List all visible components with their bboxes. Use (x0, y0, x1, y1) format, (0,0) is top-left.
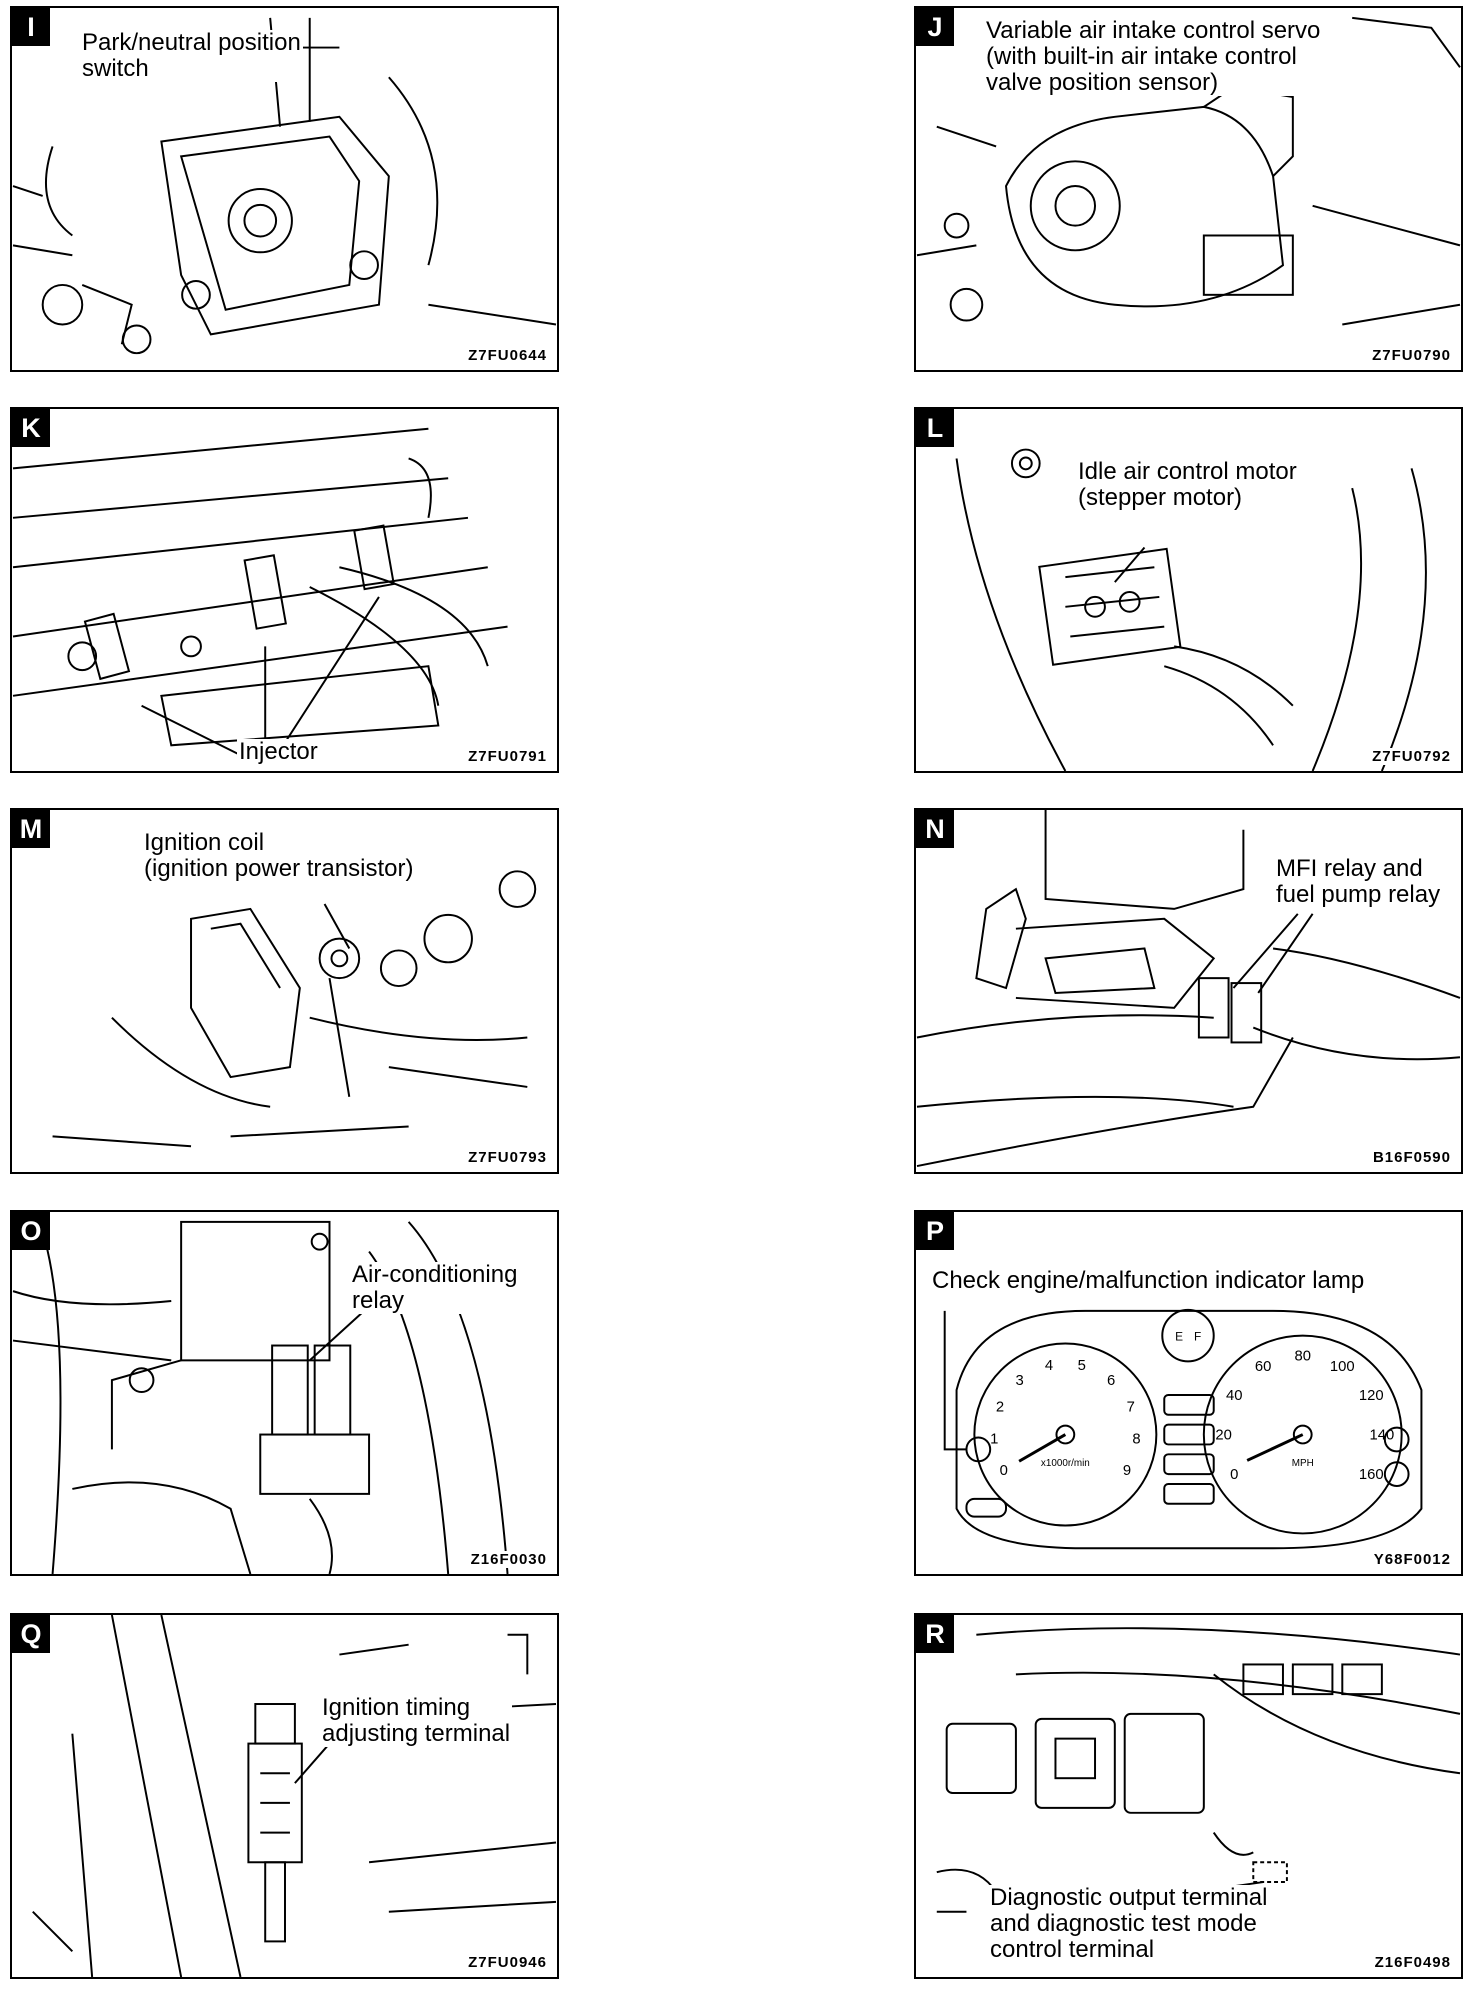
gauge-tick-label: 0 (1230, 1467, 1238, 1483)
figure-code: Z7FU0793 (466, 1149, 549, 1166)
panel-badge: Q (12, 1615, 50, 1653)
figure-code: Z7FU0791 (466, 748, 549, 765)
gauge-tick-label: 9 (1123, 1463, 1131, 1479)
panel-badge: O (12, 1212, 50, 1250)
figure-code: B16F0590 (1370, 1149, 1453, 1166)
panel-label: Check engine/malfunction indicator lamp (930, 1267, 1367, 1294)
mfi-relay-illustration (916, 810, 1461, 1168)
figure-code: Z7FU0644 (466, 347, 549, 364)
panel-j: J Variable air intake control servo (wit… (914, 6, 1463, 372)
panel-k: K Injector Z7FU0791 (10, 407, 559, 773)
gauge-tick-label: 1 (990, 1432, 998, 1448)
gauge-needle (1018, 1433, 1067, 1463)
gauge-tick-label: 20 (1215, 1427, 1232, 1443)
gauge-tick-label: 8 (1132, 1432, 1140, 1448)
panel-m: M Ignition coil (ignition power transist… (10, 808, 559, 1174)
injector-illustration (12, 427, 508, 757)
ignition-coil-illustration (52, 870, 537, 1148)
figure-code: Z7FU0946 (466, 1954, 549, 1971)
gauge-tick-label: 7 (1127, 1399, 1135, 1415)
gauge-hub (1292, 1424, 1313, 1445)
park-neutral-switch-illustration (12, 17, 557, 355)
panel-o: O Air-conditioning relay Z16F0030 (10, 1210, 559, 1576)
figure-code: Z16F0030 (468, 1551, 549, 1568)
panel-label: Park/neutral position switch (80, 29, 303, 82)
diagnostic-terminal-illustration (936, 1627, 1461, 1913)
idle-air-motor-illustration (955, 448, 1427, 771)
panel-r: R Diagnostic output terminal and diagnos… (914, 1613, 1463, 1979)
speedometer-unit-label: MPH (1292, 1458, 1314, 1469)
panel-l: L Idle air control motor (stepper motor)… (914, 407, 1463, 773)
gauge-face (973, 1342, 1158, 1527)
tachometer-unit-label: x1000r/min (1041, 1458, 1090, 1469)
panel-badge: P (916, 1212, 954, 1250)
panel-n: N MFI relay and fuel pump relay B16F0590 (914, 808, 1463, 1174)
panel-label: MFI relay and fuel pump relay (1274, 855, 1443, 908)
figure-code: Z7FU0792 (1370, 748, 1453, 765)
gauge-face (1202, 1334, 1403, 1535)
gauge-tick-label: 3 (1015, 1373, 1023, 1389)
ignition-timing-terminal-illustration (32, 1615, 557, 1977)
panel-q: Q Ignition timing adjusting terminal Z7F… (10, 1613, 559, 1979)
gauge-tick-label: 0 (1000, 1463, 1008, 1479)
panel-label: Air-conditioning relay (350, 1261, 520, 1314)
gauge-tick-label: 160 (1359, 1467, 1384, 1483)
panel-label: Variable air intake control servo (with … (984, 17, 1323, 96)
ac-relay-illustration (12, 1220, 509, 1574)
panel-label: Ignition timing adjusting terminal (320, 1694, 513, 1747)
gauge-tick-label: 100 (1330, 1359, 1355, 1375)
panel-badge: M (12, 810, 50, 848)
gauge-hub (1055, 1424, 1076, 1445)
gauge-tick-label: 80 (1294, 1348, 1311, 1364)
panel-badge: I (12, 8, 50, 46)
panel-badge: R (916, 1615, 954, 1653)
gauge-tick-label: 60 (1255, 1359, 1272, 1375)
panel-badge: L (916, 409, 954, 447)
gauge-tick-label: 4 (1045, 1358, 1053, 1374)
gauge-tick-label: 120 (1359, 1388, 1384, 1404)
figure-code: Z16F0498 (1372, 1954, 1453, 1971)
gauge-tick-label: 6 (1107, 1373, 1115, 1389)
panel-badge: K (12, 409, 50, 447)
fuel-mark-full: F (1194, 1330, 1201, 1344)
gauge-tick-label: 5 (1078, 1358, 1086, 1374)
panel-label: Injector (237, 738, 320, 765)
figure-code: Z7FU0790 (1370, 347, 1453, 364)
panel-label: Ignition coil (ignition power transistor… (142, 829, 416, 882)
panel-label: Diagnostic output terminal and diagnosti… (988, 1884, 1270, 1963)
figure-code: Y68F0012 (1371, 1551, 1453, 1568)
gauge-needle (1246, 1433, 1304, 1462)
panel-badge: N (916, 810, 954, 848)
fuel-mark-empty: E (1175, 1330, 1183, 1344)
panel-badge: J (916, 8, 954, 46)
panel-i: I Park/neutral position switch Z7FU0644 (10, 6, 559, 372)
panel-label: Idle air control motor (stepper motor) (1076, 458, 1299, 511)
gauge-tick-label: 2 (996, 1399, 1004, 1415)
gauge-tick-label: 40 (1226, 1388, 1243, 1404)
